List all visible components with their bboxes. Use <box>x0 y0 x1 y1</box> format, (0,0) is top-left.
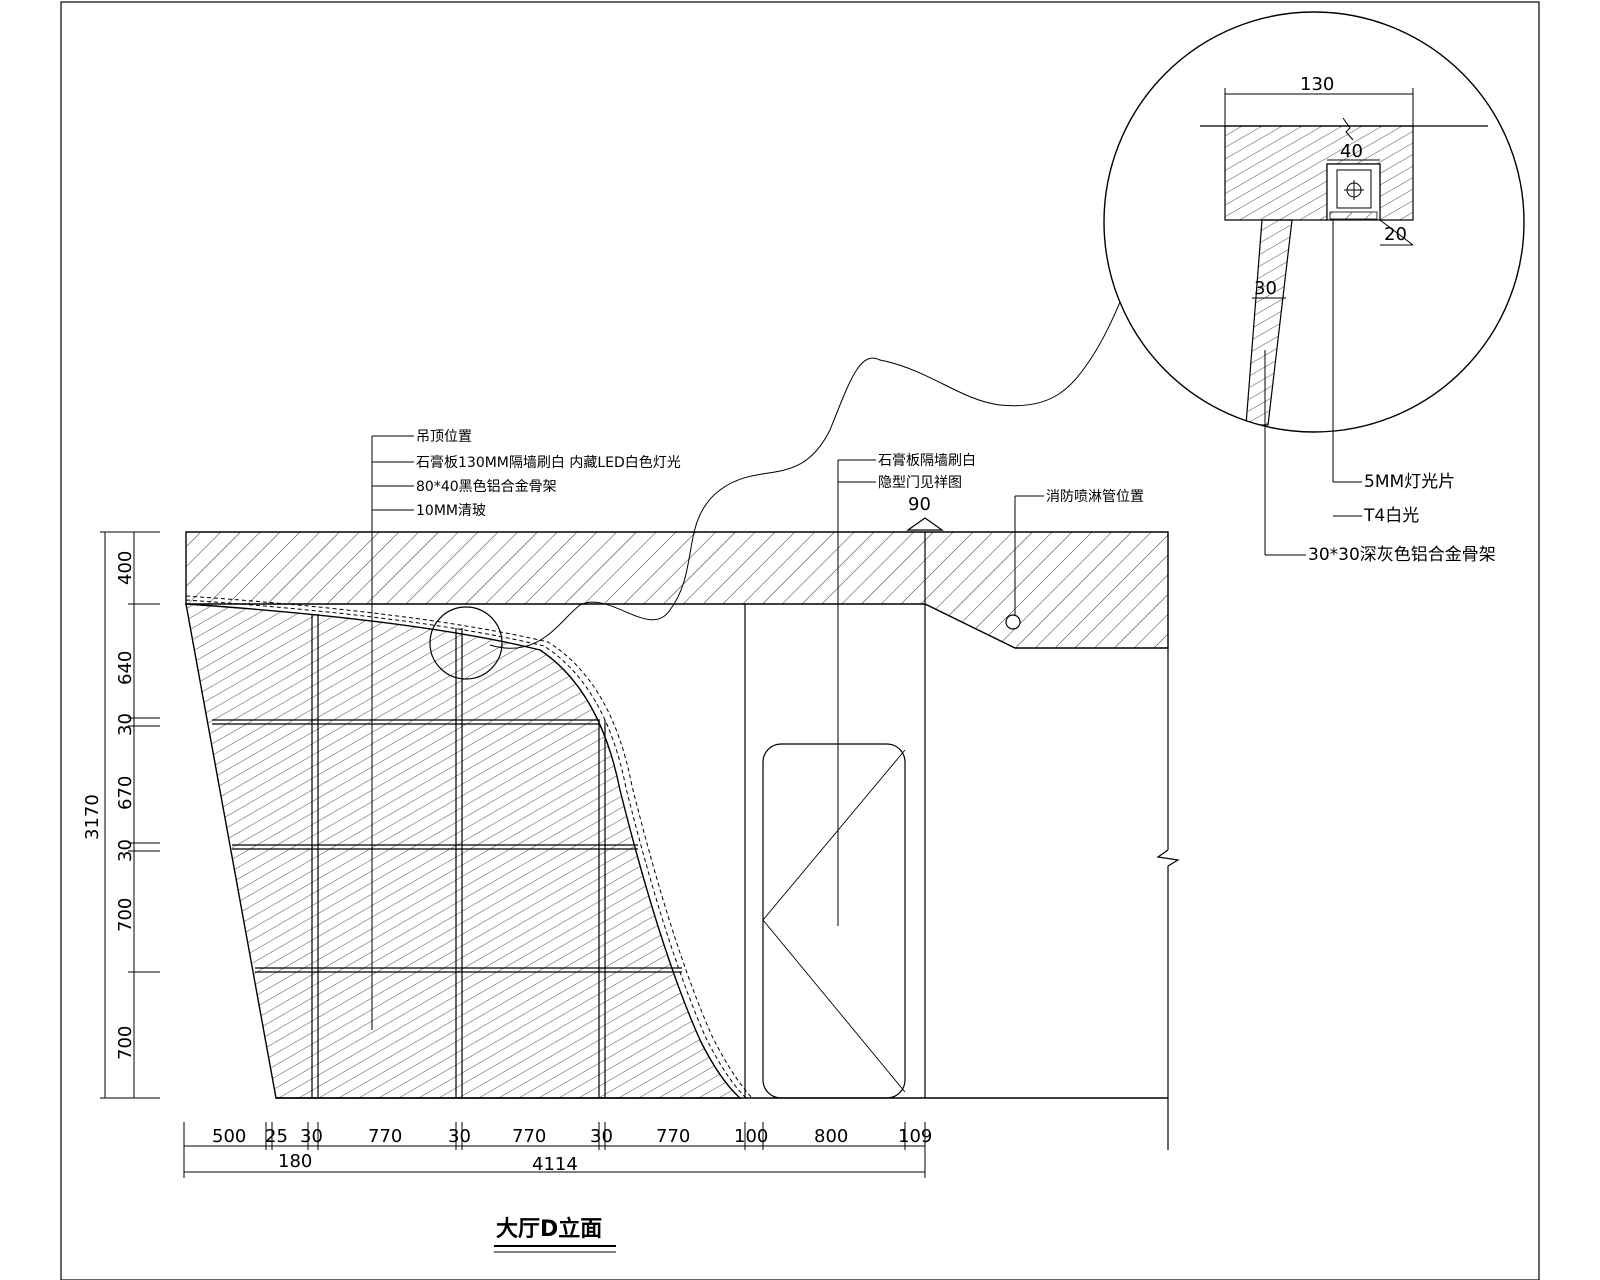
label-ceiling-position: 吊顶位置 <box>416 429 472 445</box>
horizontal-seg-25: 25 <box>265 1126 288 1147</box>
horizontal-seg-30b: 30 <box>448 1126 471 1147</box>
vertical-seg-640: 640 <box>115 651 136 685</box>
vertical-dimensions <box>100 531 160 1099</box>
horizontal-dimensions <box>183 1122 926 1178</box>
vertical-seg-670: 670 <box>115 776 136 810</box>
drawing-title: 大厅D立面 <box>496 1216 602 1242</box>
drawing-frame <box>60 1 1540 1280</box>
label-dark-aluminum-frame: 30*30深灰色铝合金骨架 <box>1308 545 1496 565</box>
detail-view <box>1103 11 1525 556</box>
label-hidden-door: 隐型门见祥图 <box>878 475 962 491</box>
horizontal-seg-770c: 770 <box>656 1126 690 1147</box>
vertical-seg-30b: 30 <box>115 839 136 862</box>
door-angle-label: 90 <box>908 494 931 515</box>
detail-callout-circle <box>429 606 503 680</box>
detail-bottom-label: 20 <box>1384 224 1407 245</box>
hidden-door <box>744 517 944 1099</box>
horizontal-seg-770b: 770 <box>512 1126 546 1147</box>
horizontal-seg-109: 109 <box>898 1126 932 1147</box>
horizontal-seg-30a: 30 <box>300 1126 323 1147</box>
sprinkler-pipe-icon <box>1005 614 1021 630</box>
right-wall <box>276 648 1180 1150</box>
detail-post-label: 30 <box>1254 278 1277 299</box>
vertical-seg-700b: 700 <box>115 1026 136 1060</box>
horizontal-seg-800: 800 <box>814 1126 848 1147</box>
label-clear-glass: 10MM清玻 <box>416 503 486 519</box>
glass-partition <box>185 595 753 1099</box>
label-light-panel: 5MM灯光片 <box>1364 472 1455 492</box>
detail-slot-label: 40 <box>1340 141 1363 162</box>
vertical-seg-30a: 30 <box>115 713 136 736</box>
label-gypsum-wall: 石膏板隔墙刷白 <box>878 452 976 469</box>
horizontal-total-4114: 4114 <box>532 1154 578 1175</box>
label-t4-light: T4白光 <box>1363 506 1419 526</box>
vertical-total-label: 3170 <box>82 794 103 840</box>
horizontal-seg-500: 500 <box>212 1126 246 1147</box>
horizontal-seg-770a: 770 <box>368 1126 402 1147</box>
detail-width-label: 130 <box>1300 74 1334 95</box>
horizontal-seg-30c: 30 <box>590 1126 613 1147</box>
door-angle-icon <box>906 517 944 531</box>
label-gypsum-partition-led: 石膏板130MM隔墙刷白 内藏LED白色灯光 <box>416 454 681 471</box>
label-sprinkler: 消防喷淋管位置 <box>1046 489 1144 505</box>
label-aluminum-frame: 80*40黑色铝合金骨架 <box>416 478 557 495</box>
vertical-seg-400: 400 <box>115 551 136 585</box>
vertical-seg-700a: 700 <box>115 898 136 932</box>
leader-lines <box>371 279 1131 1030</box>
horizontal-seg-100: 100 <box>734 1126 768 1147</box>
horizontal-sub-180: 180 <box>278 1151 312 1172</box>
